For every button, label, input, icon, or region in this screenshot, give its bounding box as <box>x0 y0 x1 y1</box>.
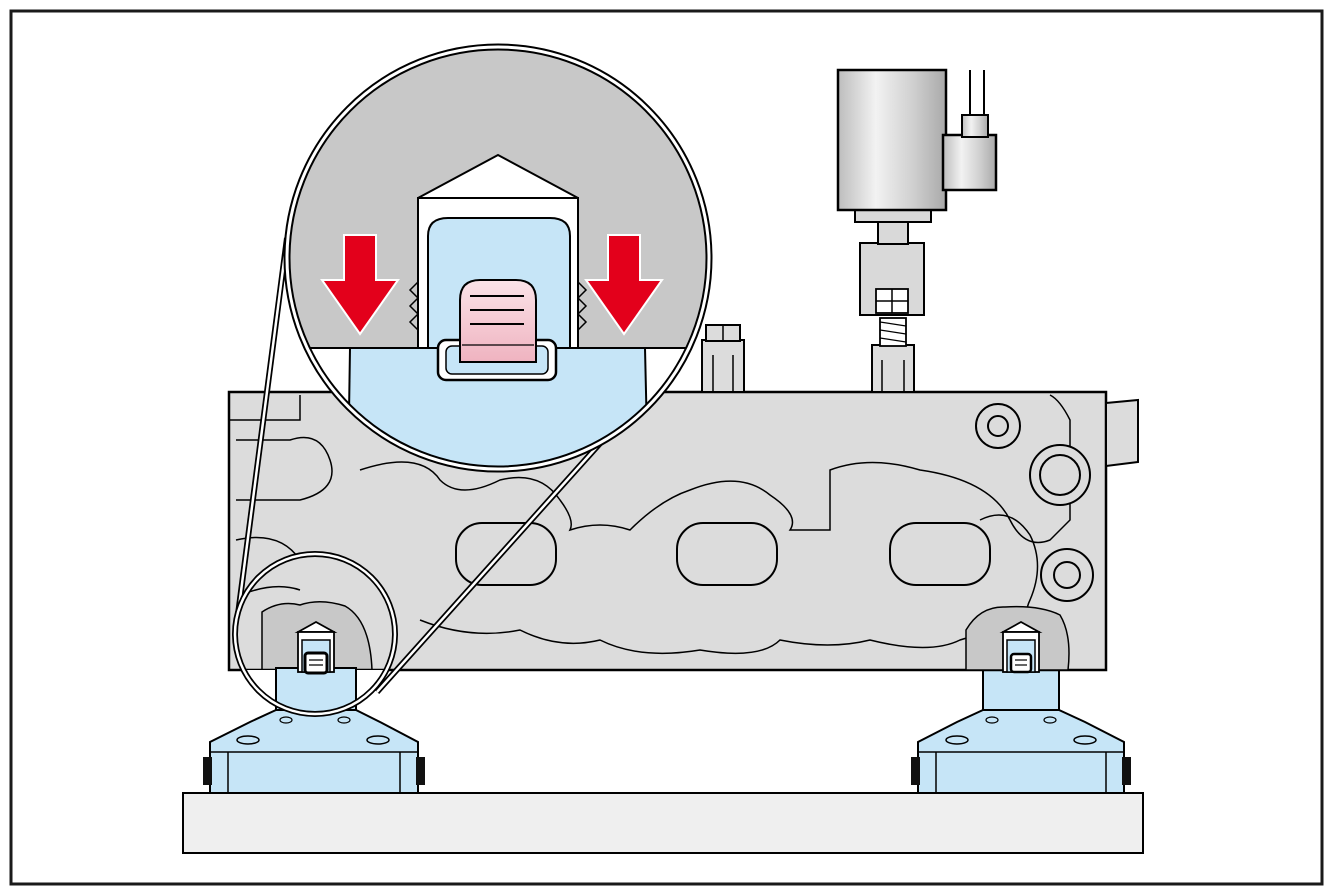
top-stud <box>701 324 745 393</box>
port-1 <box>455 522 557 586</box>
press-sensor-unit <box>836 68 998 393</box>
magnifier-leader-lines <box>234 237 615 695</box>
magnified-detail-circle <box>283 43 713 473</box>
port-3 <box>889 522 991 586</box>
base-plate <box>182 792 1144 854</box>
port-2 <box>676 522 778 586</box>
right-clamp-element <box>999 620 1043 674</box>
down-arrow-icon <box>320 234 400 336</box>
down-arrow-icon <box>584 234 664 336</box>
right-support-fixture <box>911 667 1131 794</box>
